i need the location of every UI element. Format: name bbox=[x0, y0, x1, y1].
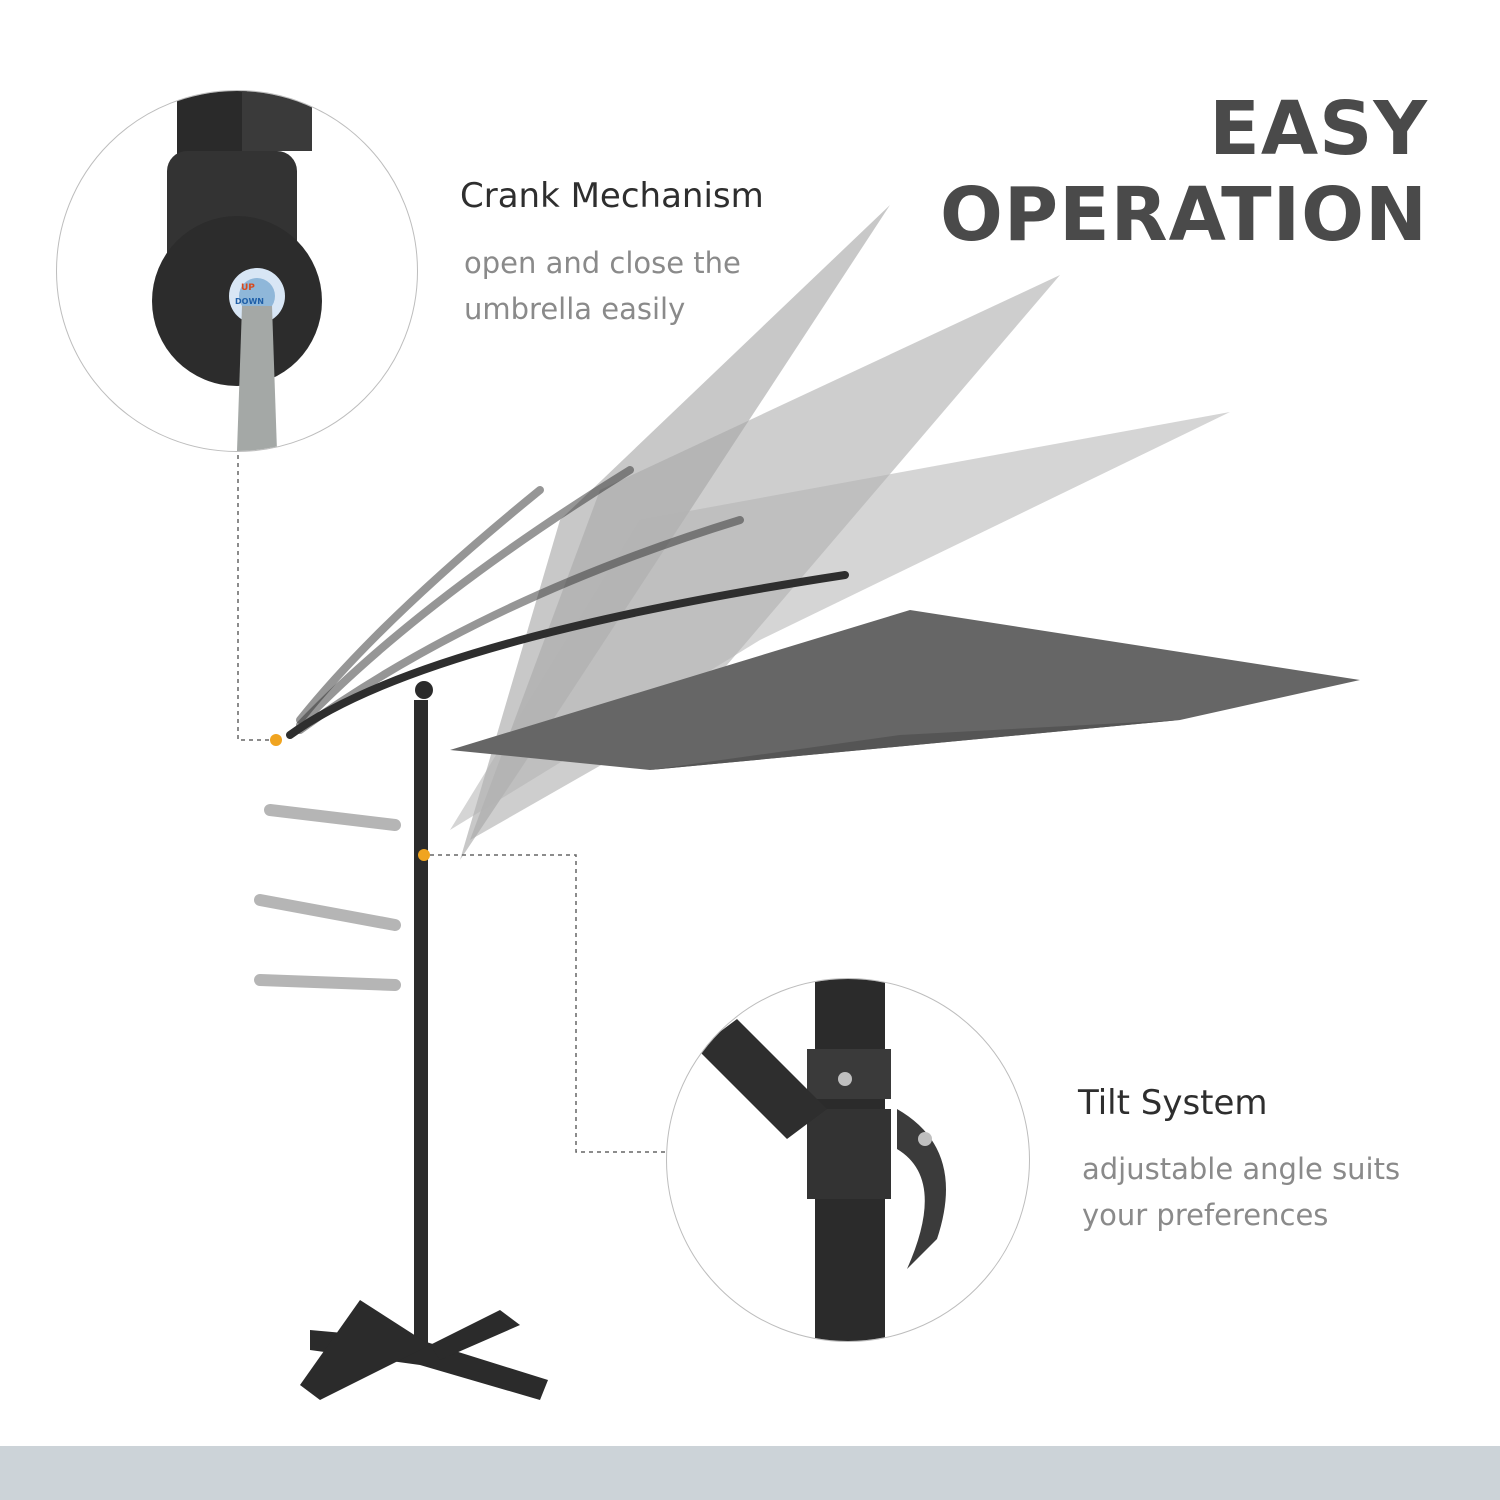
connector-lines bbox=[237, 455, 666, 1153]
main-canopy bbox=[450, 610, 1360, 770]
crank-detail-circle: UP DOWN bbox=[56, 90, 418, 452]
umbrella-pole bbox=[414, 700, 428, 1350]
ghost-cranks bbox=[254, 804, 401, 991]
crank-desc: open and close the umbrella easily bbox=[464, 240, 741, 332]
tilt-detail-image bbox=[697, 979, 946, 1341]
umbrella-arms bbox=[286, 466, 849, 739]
crank-down-label: DOWN bbox=[235, 297, 264, 306]
tilt-desc: adjustable angle suits your preferences bbox=[1082, 1146, 1400, 1238]
crank-up-label: UP bbox=[241, 283, 255, 293]
headline-line1: EASY bbox=[1209, 86, 1428, 172]
crank-desc-line2: umbrella easily bbox=[464, 292, 686, 326]
tilt-title: Tilt System bbox=[1078, 1083, 1268, 1123]
crank-desc-line1: open and close the bbox=[464, 246, 741, 280]
tilt-desc-line1: adjustable angle suits bbox=[1082, 1152, 1401, 1186]
accent-dot-tilt bbox=[418, 849, 430, 861]
crank-detail-image bbox=[152, 91, 322, 451]
headline: EASY OPERATION bbox=[940, 86, 1428, 258]
accent-dot-crank bbox=[270, 734, 282, 746]
headline-line2: OPERATION bbox=[939, 172, 1428, 258]
tilt-detail-circle bbox=[666, 978, 1030, 1342]
tilt-desc-line2: your preferences bbox=[1082, 1198, 1329, 1232]
cross-base bbox=[300, 1300, 548, 1400]
crank-title: Crank Mechanism bbox=[460, 176, 764, 216]
pole-joint bbox=[415, 681, 433, 699]
footer-bar bbox=[0, 1446, 1500, 1500]
